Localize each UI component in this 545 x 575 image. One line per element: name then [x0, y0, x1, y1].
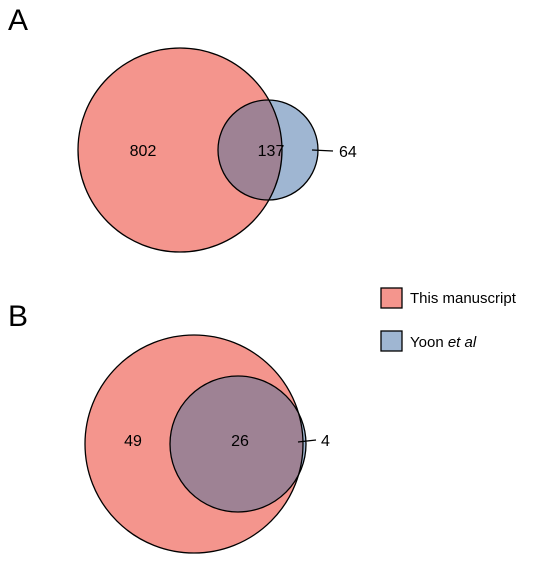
set-this-manuscript-circle-a: [78, 48, 282, 252]
legend-item-yoon: Yoon et al: [380, 330, 477, 352]
count-only-a-panel-a: 802: [130, 143, 157, 160]
count-overlap-panel-b: 26: [231, 433, 249, 450]
overlap-region-a: [218, 100, 282, 200]
panel-b-letter: B: [8, 300, 28, 333]
legend-label-this-manuscript: This manuscript: [410, 290, 517, 307]
count-only-b-panel-a: 64: [339, 144, 357, 161]
count-only-a-panel-b: 49: [124, 433, 142, 450]
leader-line-b: [297, 439, 317, 443]
set-yoon-outline-b: [169, 375, 307, 513]
legend-item-this-manuscript: This manuscript: [380, 287, 517, 309]
venn-panel-a: A 802 137 64: [8, 4, 357, 253]
legend: This manuscript Yoon et al: [380, 287, 517, 352]
set-this-manuscript-outline-b: [84, 334, 304, 554]
count-overlap-panel-a: 137: [258, 143, 285, 160]
overlap-region-b: [170, 376, 303, 512]
venn-panel-b: B 49 26 4: [8, 300, 330, 554]
legend-swatch-yoon: [380, 330, 403, 352]
legend-label-yoon-italic: et al: [448, 334, 477, 351]
count-only-b-panel-b: 4: [321, 433, 330, 450]
legend-label-yoon: Yoon et al: [410, 334, 477, 351]
set-this-manuscript-outline-a: [77, 47, 283, 253]
legend-swatch-this-manuscript: [380, 287, 403, 309]
panel-a-letter: A: [8, 4, 28, 37]
leader-line-a: [311, 149, 334, 152]
legend-label-yoon-plain: Yoon: [410, 334, 448, 351]
